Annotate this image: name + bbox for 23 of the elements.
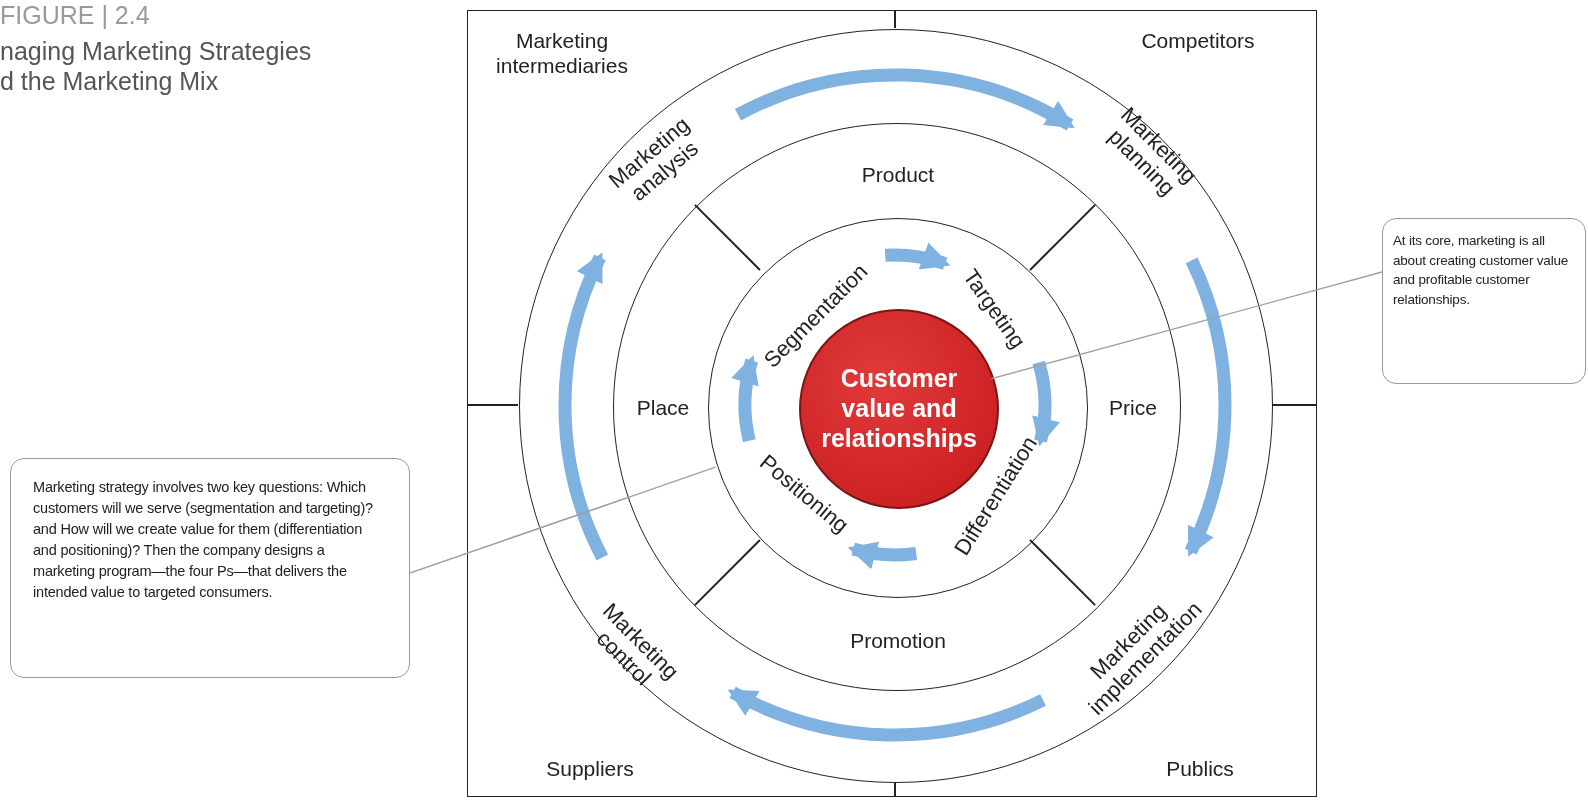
marketing-mix-label: Place (636, 395, 690, 421)
leader-line (409, 497, 628, 574)
callout-box: At its core, marketing is all about creating customer value and profitable customer relationships. (1382, 218, 1586, 384)
curved-arrow (732, 354, 760, 442)
curved-arrow (735, 68, 1075, 131)
marketing-mix-label: Price (1109, 395, 1157, 421)
figure-number: FIGURE | 2.4 (0, 0, 151, 30)
curved-arrow (1184, 257, 1232, 557)
curved-arrow (727, 686, 1046, 742)
curved-arrow (558, 252, 609, 561)
environment-label: Suppliers (545, 756, 635, 782)
marketing-mix-label: Product (861, 162, 935, 188)
leader-line (990, 271, 1383, 380)
environment-label: Marketing intermediaries (495, 28, 629, 79)
curved-arrow (1030, 361, 1059, 447)
curved-arrow (885, 243, 951, 271)
environment-label: Competitors (1140, 28, 1256, 54)
curved-arrow (847, 540, 917, 569)
environment-label: Publics (1165, 756, 1235, 782)
marketing-mix-label: Promotion (850, 628, 946, 654)
environment-square (467, 10, 1317, 797)
callout-box: Marketing strategy involves two key questions: Which customers will we serve (segmentation and targeting)? and How will we create value for them (differentiation and positioning)? Then the company designs a marketing program—the four Ps—that delivers the intended value to targeted consumers. (10, 458, 410, 678)
figure-title: naging Marketing Strategies d the Marketing Mix (0, 36, 313, 96)
